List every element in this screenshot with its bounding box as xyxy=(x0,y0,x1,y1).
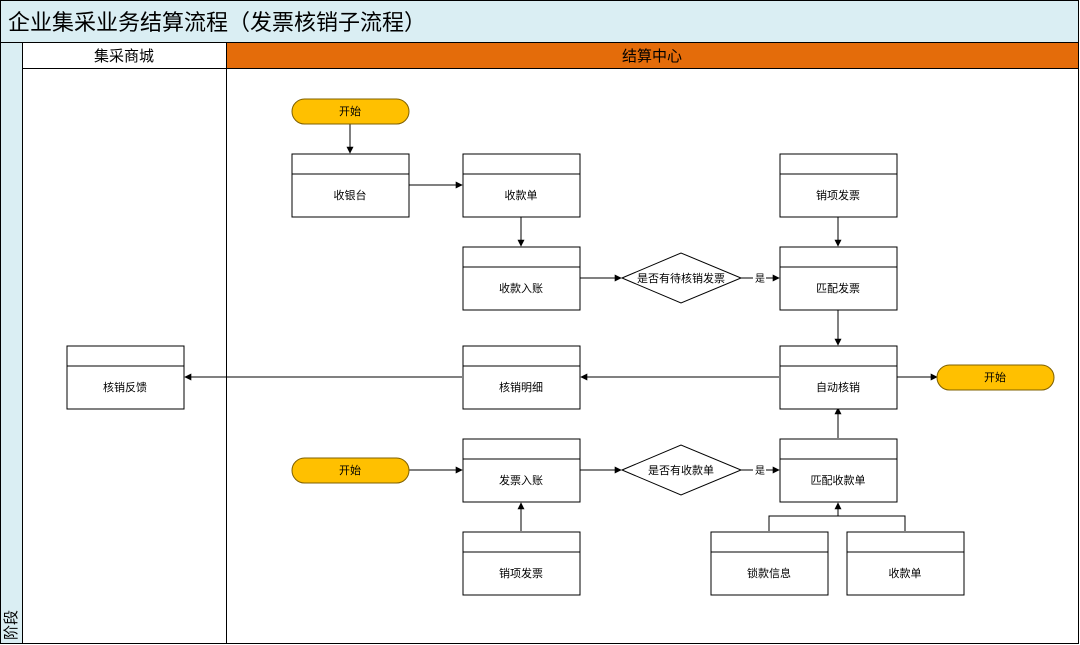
process-writeoff-feedback xyxy=(66,345,185,410)
lane-title-mall: 集采商城 xyxy=(94,47,154,65)
process-receipt xyxy=(462,153,581,218)
label-match-receipt: 匹配收款单 xyxy=(811,473,866,487)
label-sales-invoice-top: 销项发票 xyxy=(816,188,860,202)
label-invoice-post: 发票入账 xyxy=(499,473,543,487)
diagram-title: 企业集采业务结算流程（发票核销子流程） xyxy=(8,11,426,36)
process-cashier xyxy=(291,153,410,218)
terminal-start-bottom: 开始 xyxy=(291,457,410,484)
terminal-label: 开始 xyxy=(339,104,361,118)
label-receipt: 收款单 xyxy=(505,188,538,202)
label-match-invoice: 匹配发票 xyxy=(816,281,860,295)
title-bar xyxy=(0,0,1079,43)
process-receipt-bottom xyxy=(846,531,965,596)
label-auto-writeoff: 自动核销 xyxy=(816,380,860,394)
decision-receipt: 是否有收款单 xyxy=(620,444,743,496)
label-writeoff-detail: 核销明细 xyxy=(499,380,543,394)
decision-label: 是否有待核销发票 xyxy=(637,271,725,285)
label-receipt-bottom: 收款单 xyxy=(889,566,922,580)
terminal-start-top: 开始 xyxy=(291,98,410,125)
terminal-label: 开始 xyxy=(339,463,361,477)
decision-invoice: 是否有待核销发票 xyxy=(620,252,743,304)
decision-label: 是否有收款单 xyxy=(648,463,714,477)
edge-label-yes-1: 是 xyxy=(755,273,765,285)
process-sales-invoice-bottom xyxy=(462,531,581,596)
label-receipt-post: 收款入账 xyxy=(499,281,543,295)
label-cashier: 收银台 xyxy=(334,188,367,202)
lane-header-settlement xyxy=(226,42,1079,69)
edge-label-yes-2: 是 xyxy=(755,465,765,477)
stage-label: 阶段 xyxy=(2,610,20,640)
process-match-receipt xyxy=(779,438,898,503)
stage-column xyxy=(0,42,23,644)
label-sales-invoice-bottom: 销项发票 xyxy=(499,566,543,580)
process-auto-writeoff xyxy=(779,345,898,410)
lane-header-mall xyxy=(22,42,227,69)
process-lock-info xyxy=(710,531,829,596)
process-invoice-post xyxy=(462,438,581,503)
label-writeoff-feedback: 核销反馈 xyxy=(103,380,147,394)
lane-title-settlement: 结算中心 xyxy=(622,47,682,65)
terminal-label: 开始 xyxy=(984,370,1006,384)
process-sales-invoice-top xyxy=(779,153,898,218)
edge-bracket-sources xyxy=(768,515,906,531)
process-receipt-post xyxy=(462,246,581,311)
terminal-end-right: 开始 xyxy=(936,364,1055,391)
process-writeoff-detail xyxy=(462,345,581,410)
label-lock-info: 锁款信息 xyxy=(747,566,791,580)
process-match-invoice xyxy=(779,246,898,311)
